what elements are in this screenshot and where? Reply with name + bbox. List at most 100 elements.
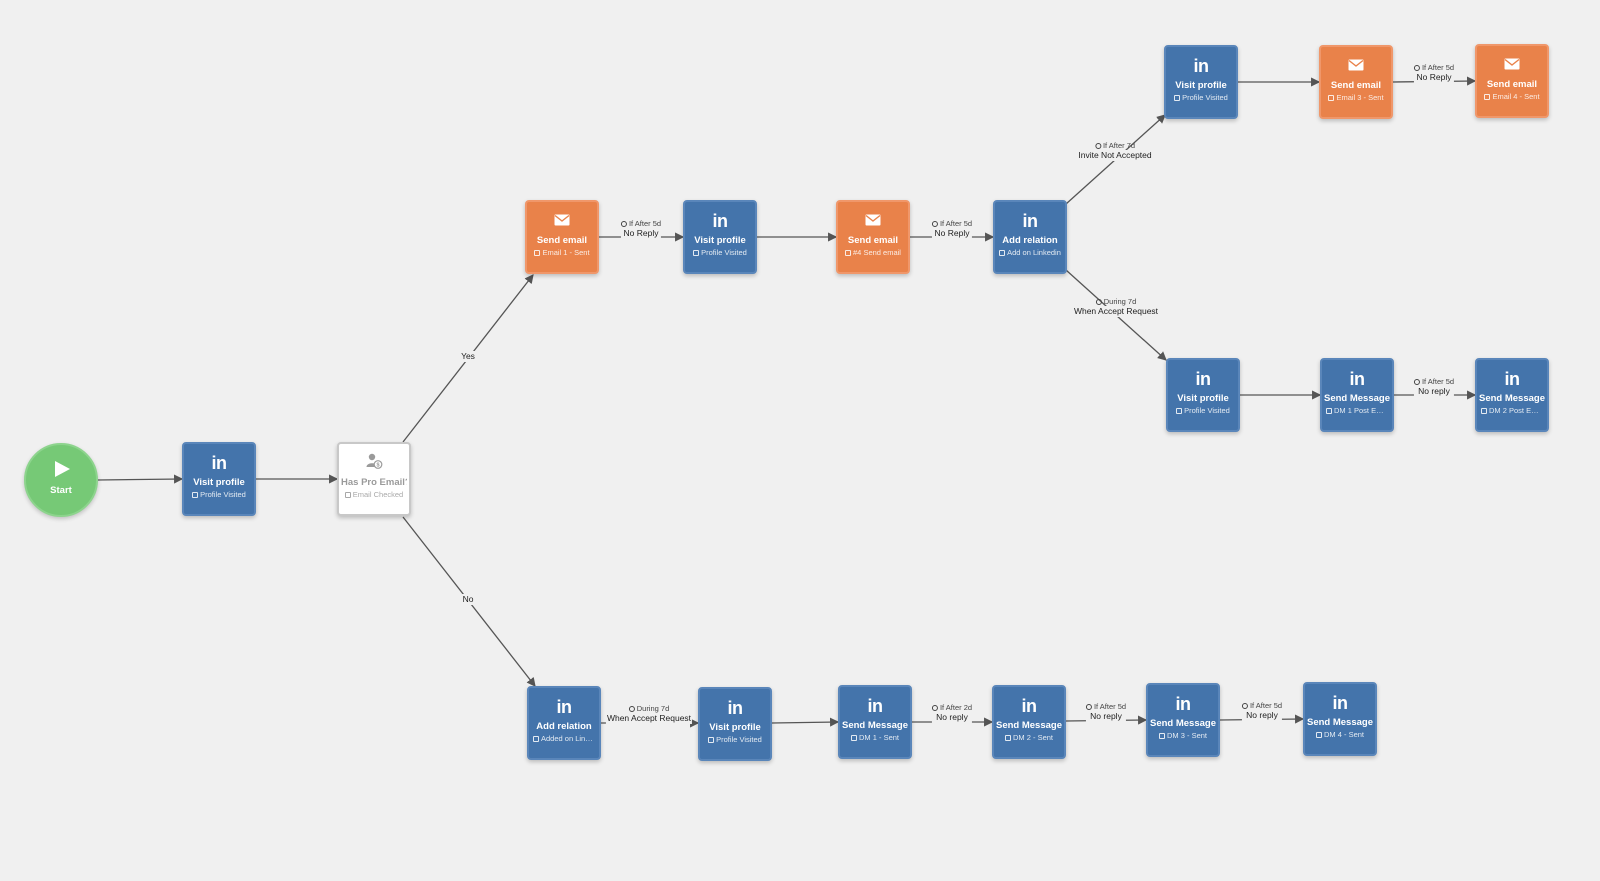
linkedin-icon: in bbox=[1175, 694, 1192, 714]
edge-condition-text: If After 5d bbox=[1093, 702, 1127, 711]
clock-icon bbox=[1094, 143, 1101, 149]
workflow-edge[interactable] bbox=[97, 474, 184, 484]
node-title: Visit profile bbox=[193, 477, 245, 488]
status-tag-icon bbox=[1484, 94, 1491, 100]
workflow-edge[interactable] bbox=[771, 717, 840, 727]
node-icon-wrap: in bbox=[529, 698, 599, 716]
node-status-text: DM 3 - Sent bbox=[1166, 731, 1207, 740]
status-tag-icon bbox=[1158, 733, 1165, 739]
node-icon-wrap bbox=[838, 214, 908, 232]
node-icon-wrap: in bbox=[1477, 370, 1547, 388]
edge-condition: If After 5d bbox=[1241, 701, 1282, 710]
linkedin-icon: in bbox=[1021, 696, 1038, 716]
node-icon-wrap: in bbox=[700, 699, 770, 717]
node-status: DM 4 - Sent bbox=[1309, 730, 1371, 739]
node-title: Send Message bbox=[1307, 717, 1373, 728]
edge-label-text: No reply bbox=[1413, 386, 1455, 397]
envelope-icon bbox=[1348, 59, 1364, 71]
clock-icon bbox=[628, 706, 635, 712]
node-title: Visit profile bbox=[694, 235, 746, 246]
node-icon-wrap: in bbox=[1148, 695, 1218, 713]
node-icon-wrap: in bbox=[1168, 370, 1238, 388]
start-node[interactable]: Start bbox=[24, 443, 98, 517]
linkedin-icon: in bbox=[556, 697, 573, 717]
node-status: Email 1 - Sent bbox=[531, 248, 593, 257]
status-tag-icon bbox=[1315, 732, 1322, 738]
node-status: DM 3 - Sent bbox=[1152, 731, 1214, 740]
start-label: Start bbox=[50, 485, 72, 496]
user-dollar-icon: $ bbox=[366, 453, 383, 469]
node-status: DM 1 - Sent bbox=[844, 733, 906, 742]
node-icon-wrap: in bbox=[994, 697, 1064, 715]
status-tag-icon bbox=[344, 492, 351, 498]
node-title: Send email bbox=[1486, 79, 1538, 90]
status-tag-icon bbox=[999, 250, 1006, 256]
node-title: Visit profile bbox=[1177, 393, 1229, 404]
edge-label-text: Invite Not Accepted bbox=[1077, 150, 1153, 161]
edge-condition: If After 5d bbox=[931, 219, 973, 228]
node-title: Visit profile bbox=[709, 722, 761, 733]
node-status: #4 Send email bbox=[842, 248, 904, 257]
clock-icon bbox=[931, 705, 938, 711]
node-status-text: DM 1 - Sent bbox=[858, 733, 899, 742]
node-status-text: Email 1 - Sent bbox=[542, 248, 590, 257]
edge-label-text: No Reply bbox=[620, 228, 662, 239]
node-icon-wrap: $ bbox=[339, 452, 409, 470]
node-title: Send email bbox=[847, 235, 899, 246]
edge-condition: If After 7d bbox=[1077, 141, 1152, 150]
node-status: DM 2 - Sent bbox=[998, 733, 1060, 742]
status-tag-icon bbox=[1176, 408, 1183, 414]
node-icon-wrap: in bbox=[1322, 370, 1392, 388]
node-status-text: Email 3 - Sent bbox=[1336, 93, 1384, 102]
node-status-text: Profile Visited bbox=[1184, 406, 1230, 415]
edge-condition-text: If After 5d bbox=[628, 219, 662, 228]
edge-condition-text: If After 2d bbox=[939, 703, 973, 712]
edge-condition-text: If After 5d bbox=[1421, 377, 1455, 386]
edge-condition-text: During 7d bbox=[1103, 297, 1137, 306]
node-status: Email Checked bbox=[343, 490, 405, 499]
clock-icon bbox=[1241, 703, 1248, 709]
node-title: Send Message bbox=[1479, 393, 1545, 404]
edge-condition-text: If After 7d bbox=[1102, 141, 1136, 150]
clock-icon bbox=[1413, 65, 1420, 71]
node-status-text: DM 4 - Sent bbox=[1323, 730, 1364, 739]
node-status-text: Email 4 - Sent bbox=[1492, 92, 1540, 101]
condition-step-node[interactable]: $Has Pro Email?Email Checked bbox=[337, 442, 411, 516]
edge-label: No bbox=[461, 594, 475, 605]
node-title: Send Message bbox=[996, 720, 1062, 731]
status-tag-icon bbox=[708, 737, 715, 743]
node-title: Visit profile bbox=[1175, 80, 1227, 91]
edge-label-text: No reply bbox=[1241, 710, 1283, 721]
node-status: Email 3 - Sent bbox=[1325, 93, 1387, 102]
status-tag-icon bbox=[534, 250, 541, 256]
linkedin-icon: in bbox=[1193, 56, 1210, 76]
envelope-icon bbox=[554, 214, 570, 226]
edge-condition-text: If After 5d bbox=[939, 219, 973, 228]
node-status-text: Profile Visited bbox=[200, 490, 246, 499]
node-status-text: Email Checked bbox=[352, 490, 404, 499]
email-step-node[interactable]: Send email #4 Send email bbox=[836, 200, 910, 274]
